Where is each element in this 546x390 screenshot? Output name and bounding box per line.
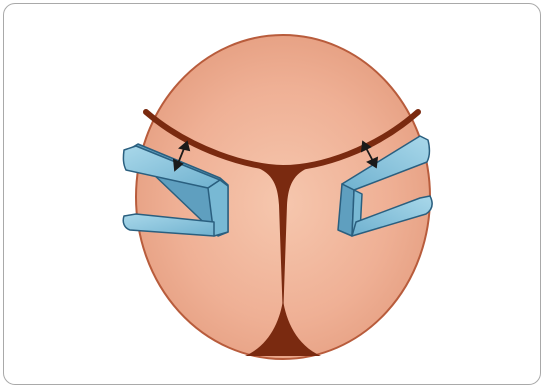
cranial-clamp-diagram (0, 0, 546, 390)
